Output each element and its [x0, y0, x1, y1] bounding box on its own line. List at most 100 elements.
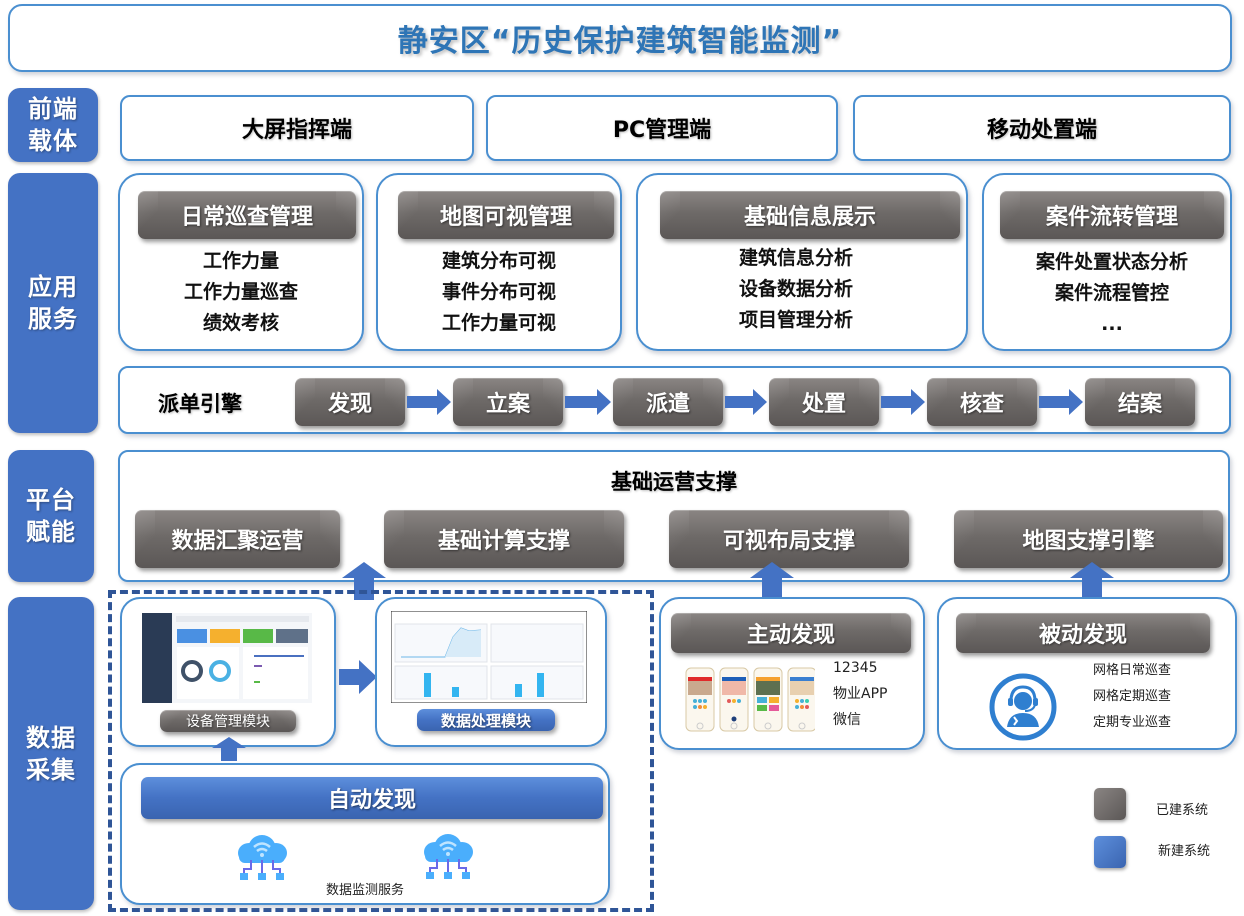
dispatch-step-text: 发现 [327, 392, 372, 417]
app-module-item: 工作力量巡查 [183, 281, 298, 303]
dispatch-step[interactable]: 派遣 [613, 378, 723, 426]
right-arrow-icon [565, 389, 611, 415]
layer-label-platform-text: 平台 赋能 [26, 486, 76, 546]
app-module-header[interactable]: 日常巡查管理 [138, 191, 356, 239]
app-module-header-text: 日常巡查管理 [180, 205, 313, 230]
app-module-item: 事件分布可视 [441, 281, 556, 303]
terminal-pc[interactable]: PC管理端 [486, 95, 838, 161]
data-processing-label-text: 数据处理模块 [440, 711, 531, 730]
up-arrow-icon [212, 737, 246, 761]
passive-discovery-header[interactable]: 被动发现 [956, 613, 1210, 653]
app-module-item: 案件流程管控 [1054, 282, 1169, 304]
platform-item-text: 基础计算支撑 [437, 529, 570, 554]
device-management-card: 设备管理模块 [120, 597, 336, 747]
dispatch-step[interactable]: 立案 [453, 378, 563, 426]
app-module-basic-info: 基础信息展示 建筑信息分析 设备数据分析 项目管理分析 [636, 173, 968, 351]
app-module-items: 建筑分布可视 事件分布可视 工作力量可视 [378, 246, 620, 339]
app-module-items: 工作力量 工作力量巡查 绩效考核 [120, 246, 362, 339]
auto-discovery-header[interactable]: 自动发现 [141, 777, 603, 819]
app-module-items: 建筑信息分析 设备数据分析 项目管理分析 [638, 243, 954, 336]
app-module-header-text: 地图可视管理 [439, 205, 572, 230]
right-arrow-icon [725, 389, 767, 415]
layer-label-app-text: 应用 服务 [28, 273, 78, 333]
layer-label-data: 数据 采集 [8, 597, 94, 910]
cloud-network-icon [424, 834, 473, 879]
dispatch-step[interactable]: 核查 [927, 378, 1037, 426]
platform-header: 基础运营支撑 [611, 470, 737, 494]
right-arrow-icon [1039, 389, 1083, 415]
dispatch-step-text: 结案 [1117, 392, 1162, 417]
right-arrow-icon [339, 660, 377, 694]
platform-item-basic-computing[interactable]: 基础计算支撑 [384, 510, 624, 568]
title-banner: 静安区“历史保护建筑智能监测” [8, 4, 1232, 72]
dispatch-step-text: 派遣 [645, 392, 690, 417]
app-module-items: 案件处置状态分析 案件流程管控 ... [984, 247, 1240, 340]
active-discovery-header-text: 主动发现 [746, 623, 835, 648]
data-processing-label[interactable]: 数据处理模块 [417, 709, 555, 731]
app-module-header[interactable]: 地图可视管理 [398, 191, 614, 239]
dispatch-step[interactable]: 结案 [1085, 378, 1195, 426]
device-management-label-text: 设备管理模块 [186, 714, 270, 730]
data-processing-card: 数据处理模块 [375, 597, 607, 747]
mobile-app-screenshots [685, 667, 815, 732]
app-module-case-flow: 案件流转管理 案件处置状态分析 案件流程管控 ... [982, 173, 1232, 351]
channel-item: 微信 [833, 712, 861, 728]
app-module-item: 工作力量可视 [441, 312, 556, 334]
layer-label-front: 前端 载体 [8, 88, 98, 162]
platform-item-map-engine[interactable]: 地图支撑引擎 [954, 510, 1223, 568]
legend-swatch-built [1094, 788, 1126, 820]
channel-item: 网格日常巡查 [1093, 663, 1172, 678]
app-module-header-text: 案件流转管理 [1045, 205, 1178, 230]
app-module-daily-patrol: 日常巡查管理 工作力量 工作力量巡查 绩效考核 [118, 173, 364, 351]
channel-item: 定期专业巡查 [1093, 715, 1172, 730]
auto-discovery-card: 自动发现 数据监测服务 [120, 763, 610, 905]
app-module-item: 建筑分布可视 [441, 250, 556, 272]
app-module-header[interactable]: 基础信息展示 [660, 191, 960, 239]
channel-item: 12345 [833, 660, 878, 676]
platform-item-text: 地图支撑引擎 [1022, 529, 1155, 554]
dispatch-step[interactable]: 发现 [295, 378, 405, 426]
terminal-label: 移动处置端 [986, 118, 1097, 143]
terminal-label: 大屏指挥端 [241, 118, 352, 143]
layer-label-app: 应用 服务 [8, 173, 98, 433]
auto-discovery-header-text: 自动发现 [327, 788, 416, 813]
app-module-item: 案件处置状态分析 [1035, 251, 1188, 273]
new-system-group [108, 590, 654, 912]
auto-discovery-caption: 数据监测服务 [325, 883, 404, 898]
up-arrow-icon [342, 562, 386, 600]
legend-label-new: 新建系统 [1158, 844, 1211, 859]
terminal-big-screen[interactable]: 大屏指挥端 [120, 95, 474, 161]
channel-item: 物业APP [833, 686, 888, 702]
dispatch-step-text: 立案 [485, 392, 530, 417]
app-module-item: 设备数据分析 [738, 278, 853, 300]
layer-label-data-text: 数据 采集 [26, 723, 76, 784]
page-title: 静安区“历史保护建筑智能监测” [397, 24, 843, 59]
up-arrow-icon [750, 562, 794, 600]
customer-service-icon [989, 673, 1057, 741]
terminal-label: PC管理端 [612, 118, 712, 143]
app-module-item: ... [1101, 313, 1123, 335]
passive-discovery-header-text: 被动发现 [1038, 623, 1127, 648]
app-module-item: 项目管理分析 [738, 309, 853, 331]
dispatch-step[interactable]: 处置 [769, 378, 879, 426]
channel-item: 网格定期巡查 [1093, 689, 1172, 704]
platform-item-data-aggregation[interactable]: 数据汇聚运营 [135, 510, 340, 568]
passive-discovery-card: 被动发现 网格日常巡查 网格定期巡查 定期专业巡查 [937, 597, 1237, 750]
right-arrow-icon [407, 389, 451, 415]
legend-label-built: 已建系统 [1156, 803, 1209, 818]
platform-item-text: 可视布局支撑 [722, 529, 855, 554]
active-discovery-channels: 12345 物业APP 微信 [833, 655, 887, 733]
dispatch-step-text: 处置 [801, 392, 846, 417]
dispatch-engine-label: 派单引擎 [158, 392, 242, 416]
device-management-label[interactable]: 设备管理模块 [160, 710, 296, 732]
active-discovery-header[interactable]: 主动发现 [671, 613, 911, 653]
app-module-item: 工作力量 [202, 250, 279, 272]
terminal-mobile[interactable]: 移动处置端 [853, 95, 1231, 161]
platform-item-visual-layout[interactable]: 可视布局支撑 [669, 510, 909, 568]
cloud-network-icon [238, 835, 287, 880]
layer-label-front-text: 前端 载体 [28, 95, 78, 155]
app-module-header[interactable]: 案件流转管理 [1000, 191, 1224, 239]
app-module-item: 绩效考核 [202, 312, 279, 334]
passive-discovery-channels: 网格日常巡查 网格定期巡查 定期专业巡查 [1093, 658, 1171, 736]
active-discovery-card: 主动发现 12345 物业APP 微信 [659, 597, 925, 750]
